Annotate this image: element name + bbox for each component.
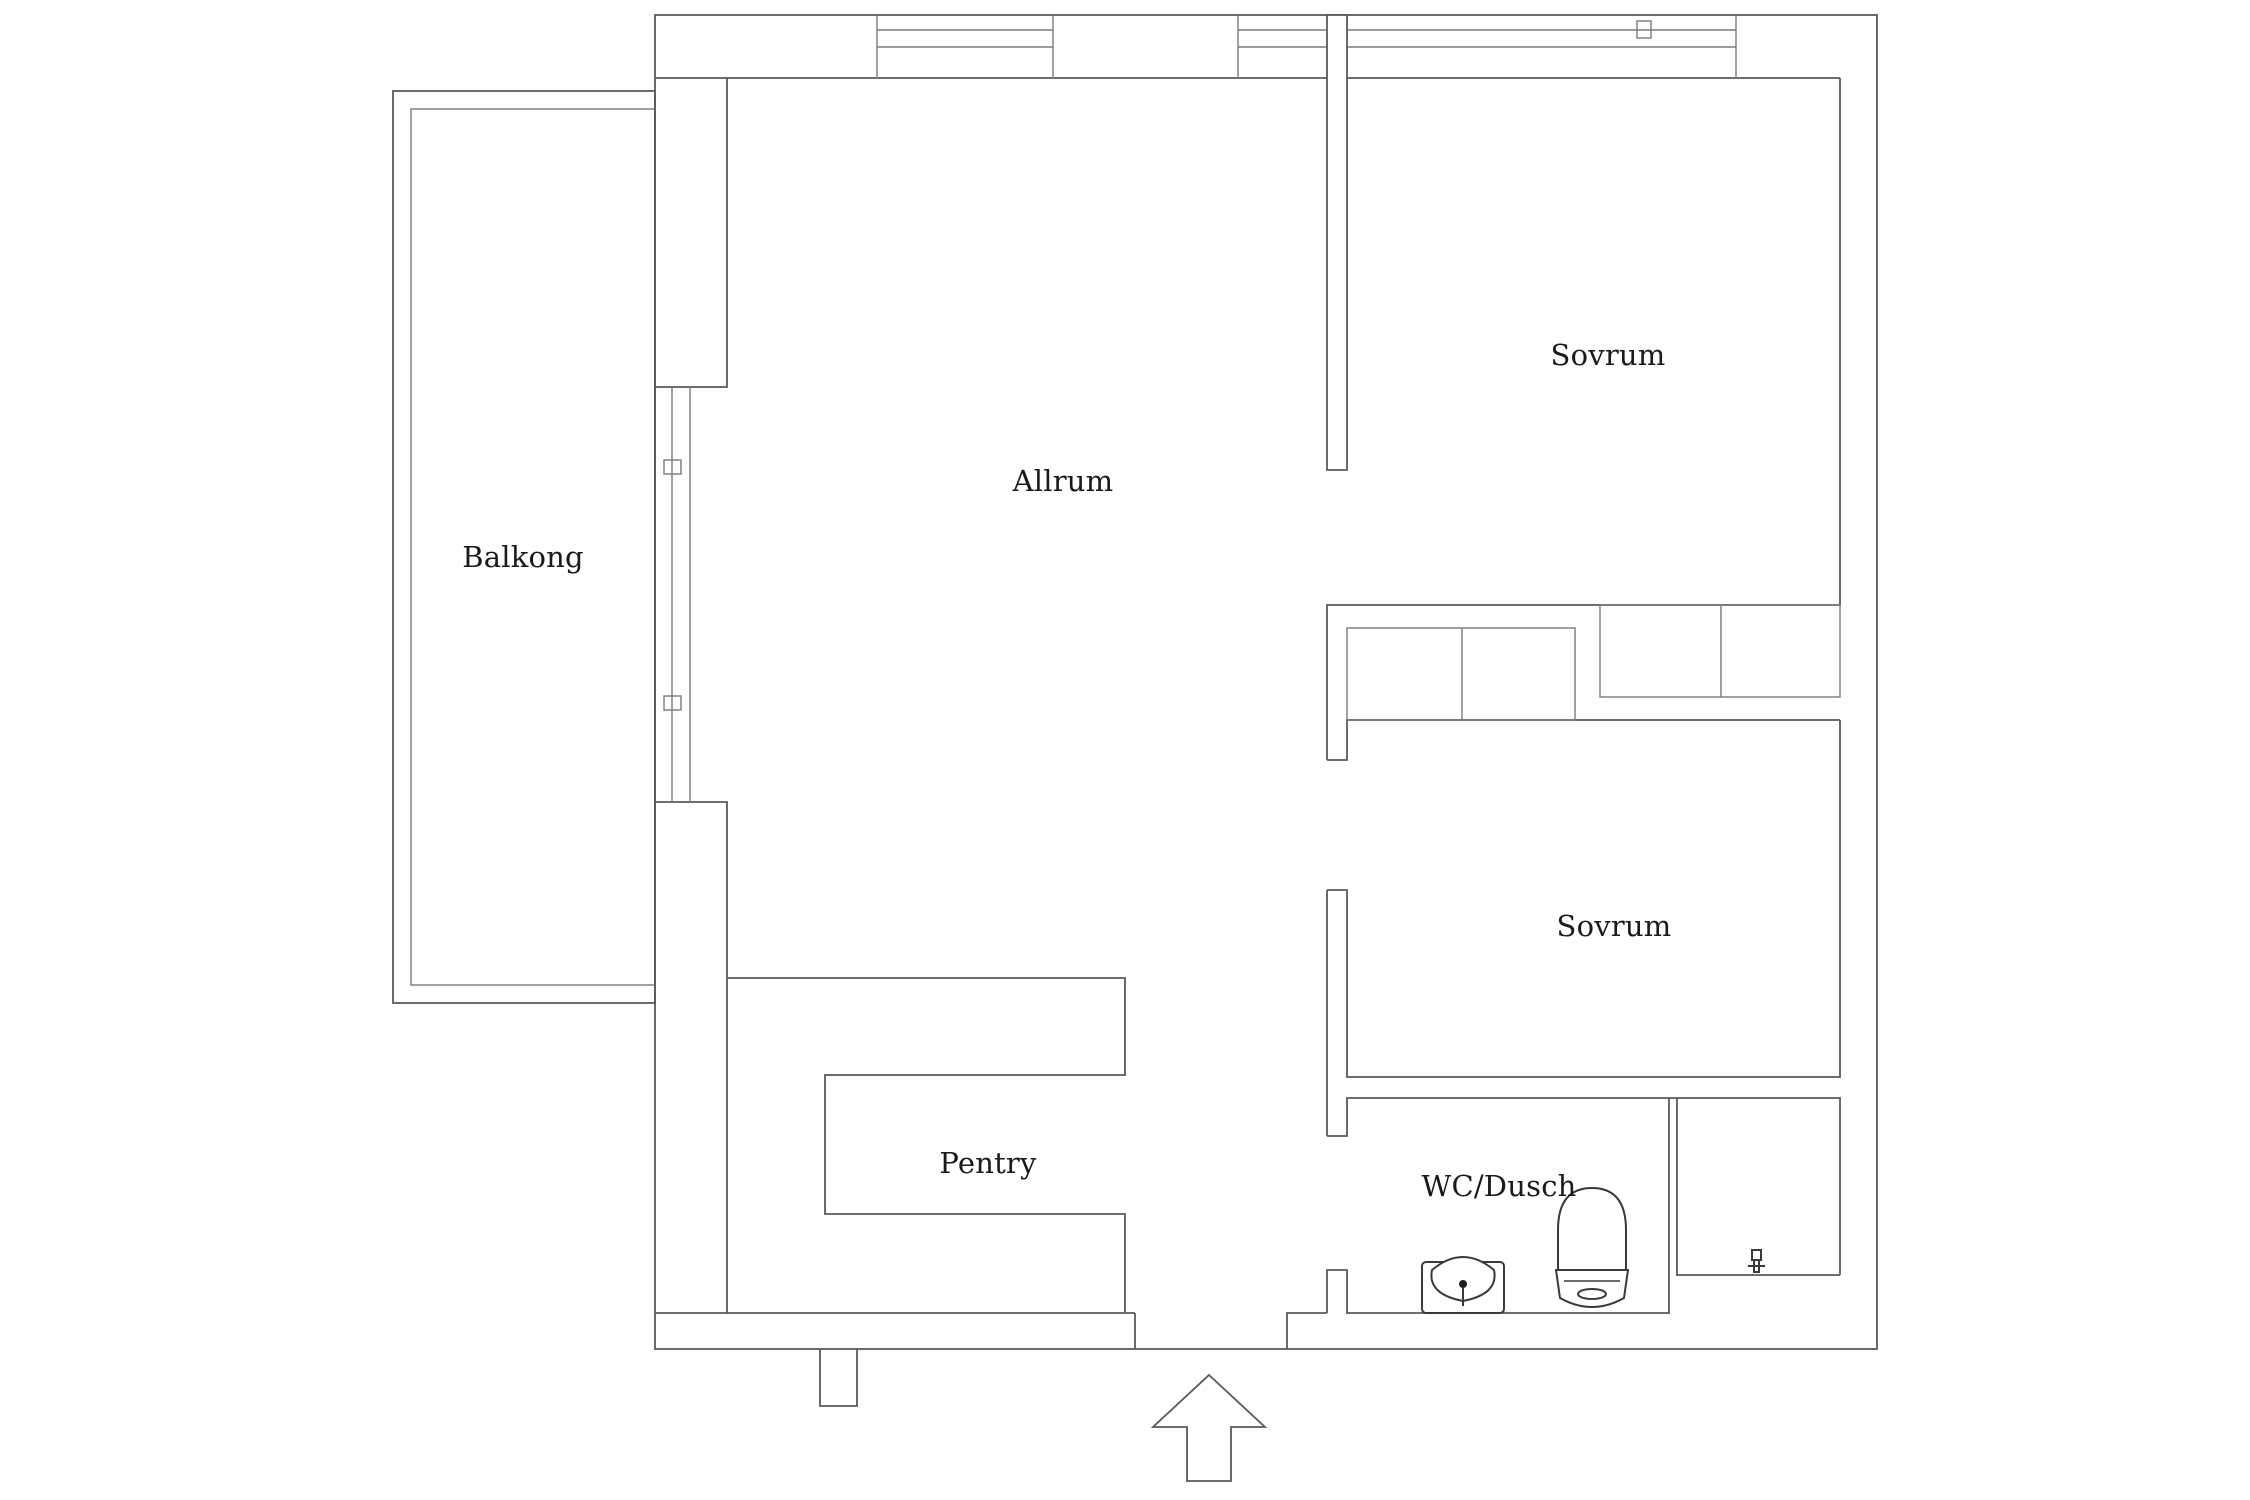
room-label-pentry: Pentry xyxy=(939,1146,1037,1180)
wardrobes xyxy=(1326,604,1841,761)
bathroom-walls xyxy=(1286,1098,1840,1349)
room-label-sovrum-bottom: Sovrum xyxy=(1556,909,1672,943)
partition-wall-bedroom xyxy=(1326,14,1348,471)
apartment-outline xyxy=(654,14,1878,1350)
window-left xyxy=(876,15,1054,78)
lower-bedroom-walls xyxy=(1326,720,1841,1275)
kitchen-counters xyxy=(727,977,1136,1349)
toilet-icon xyxy=(1554,1186,1630,1308)
top-wall xyxy=(727,15,1841,605)
window-center xyxy=(1237,15,1327,78)
shower-head-icon xyxy=(1748,1249,1765,1273)
left-wall xyxy=(655,77,728,1314)
window-right xyxy=(1347,15,1737,78)
shaft-stub xyxy=(819,1349,858,1407)
entrance-arrow-icon xyxy=(1150,1373,1268,1482)
room-label-balkong: Balkong xyxy=(462,540,584,574)
room-label-allrum: Allrum xyxy=(1012,464,1114,498)
room-label-wc: WC/Dusch xyxy=(1421,1169,1577,1203)
sink-icon xyxy=(1421,1256,1505,1314)
room-label-sovrum-top: Sovrum xyxy=(1550,338,1666,372)
